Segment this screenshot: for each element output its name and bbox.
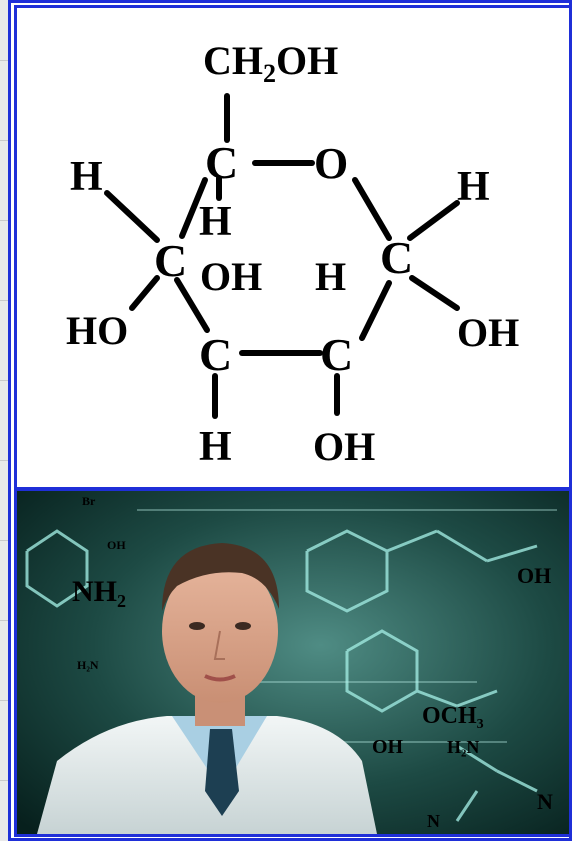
c4-hydrogen-upper: H — [70, 154, 103, 200]
c4-atom: C — [154, 235, 187, 286]
overlay-n-bottom: N — [427, 811, 440, 831]
c5-hydrogen: H — [199, 199, 232, 245]
overlay-oh-right: OH — [517, 563, 551, 588]
overlay-br-label: Br — [82, 494, 96, 508]
left-margin-strip — [0, 0, 8, 841]
c2-hydroxyl: OH — [313, 424, 375, 469]
c1-hydroxyl: OH — [457, 310, 519, 355]
ring-oxygen-atom: O — [314, 139, 348, 188]
c3-hydroxyl: OH — [200, 254, 262, 299]
scientist-illustration: Br OH NH2 H₂N OH OCH3 OH H₂N N N — [17, 491, 569, 834]
overlay-n-right: N — [537, 789, 553, 814]
scientist-figure — [37, 543, 377, 834]
c2-hydrogen: H — [315, 254, 346, 299]
c4-hydroxyl: HO — [66, 308, 128, 353]
overlay-och3-label: OCH3 — [422, 703, 484, 732]
overlay-h2n-right: H₂N — [447, 737, 479, 757]
scientist-photo: Br OH NH2 H₂N OH OCH3 OH H₂N N N — [17, 491, 569, 834]
overlay-nh2-label: NH2 — [72, 575, 126, 611]
c3-atom: C — [199, 329, 232, 380]
glucose-structure-panel: CH2OH C O H H H C OH H C HO C C OH H OH — [17, 8, 572, 488]
overlay-oh-small: OH — [107, 538, 126, 552]
c3-hydrogen: H — [199, 424, 232, 470]
overlay-h2n-left: H₂N — [77, 658, 99, 672]
ch2oh-label: CH2OH — [203, 38, 338, 88]
c5-atom: C — [205, 137, 238, 188]
overlay-oh-mid: OH — [372, 736, 404, 758]
glucose-structure-diagram: CH2OH C O H H H C OH H C HO C C OH H OH — [66, 38, 519, 470]
c1-atom: C — [380, 232, 413, 283]
c1-hydrogen: H — [457, 164, 490, 210]
panel-divider — [14, 487, 572, 491]
c2-atom: C — [320, 329, 353, 380]
